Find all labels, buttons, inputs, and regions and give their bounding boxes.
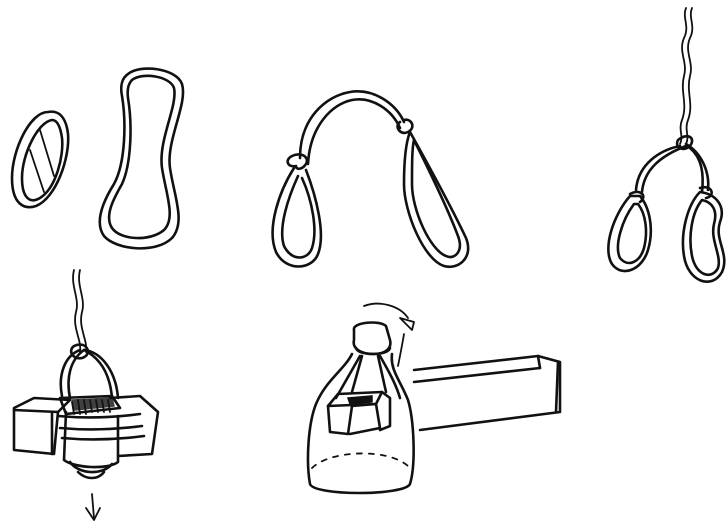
rubber-band-loop-icon [12, 112, 68, 207]
rubber-band-stretched-icon [100, 69, 183, 249]
down-arrow-icon [86, 494, 100, 520]
hanging-bands-icon [608, 8, 724, 282]
knotted-bands-icon [273, 91, 469, 266]
table-icon [414, 356, 560, 430]
eraser-in-sling-icon [14, 270, 158, 478]
bottle-icon [308, 323, 414, 493]
